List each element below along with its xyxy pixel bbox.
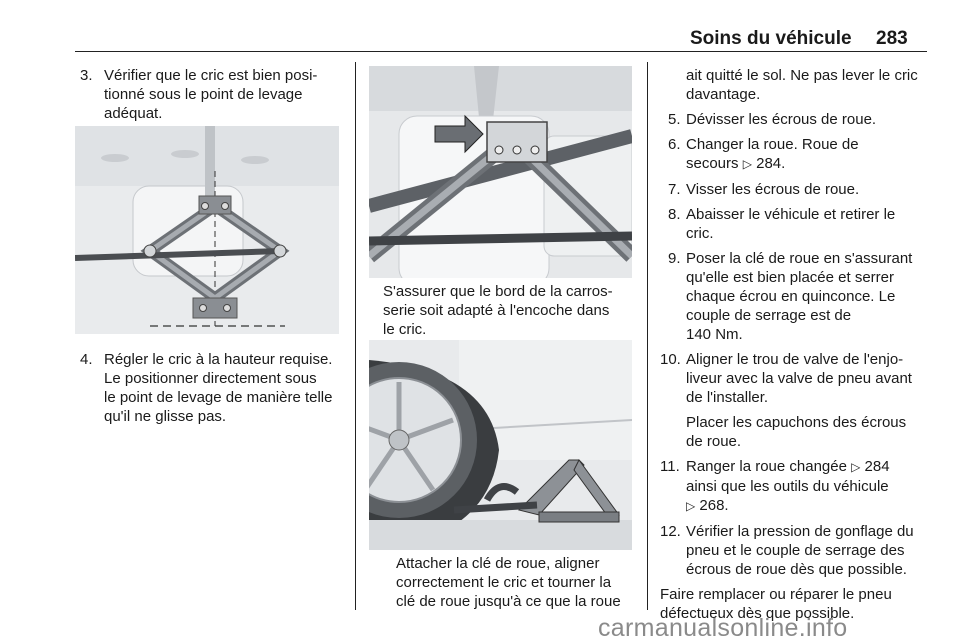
jack-with-wheel-wrench-image — [369, 340, 632, 550]
step-6: 6. Changer la roue. Roue de secours ▷ 28… — [668, 135, 928, 174]
step-9: 9. Poser la clé de roue en s'assurant qu… — [668, 249, 928, 344]
step-7: 7. Visser les écrous de roue. — [668, 180, 928, 199]
figure-caption-2: Attacher la clé de roue, aligner correct… — [396, 554, 642, 611]
step-number: 3. — [80, 67, 93, 84]
caption-line: Attacher la clé de roue, aligner — [396, 555, 600, 572]
step-text: Ranger la roue changée — [686, 458, 847, 475]
final-note: Faire remplacer ou réparer le pneu défec… — [660, 585, 928, 623]
page-number: 283 — [876, 28, 908, 49]
step-text-line: Vérifier la pression de gonflage du — [686, 523, 914, 540]
step-text-line: pneu et le couple de serrage des — [686, 542, 905, 559]
step-text-line: 140 Nm. — [686, 326, 743, 343]
step-text-line: de l'installer. — [686, 389, 769, 406]
step-number: 9. — [668, 250, 681, 267]
step-text-line: qu'il ne glisse pas. — [104, 408, 227, 425]
caption-line: S'assurer que le bord de la carros- — [383, 283, 613, 300]
note-line: défectueux dès que possible. — [660, 605, 855, 622]
reference-arrow-icon: ▷ — [686, 499, 696, 513]
reference-arrow-icon: ▷ — [742, 157, 752, 171]
step-text-line: Placer les capuchons des écrous — [686, 414, 907, 431]
caption-line: le cric. — [383, 321, 427, 338]
header-rule — [75, 51, 927, 52]
step-text-line: liveur avec la valve de pneu avant — [686, 370, 912, 387]
step-number: 10. — [660, 351, 681, 368]
step-text-line: ▷ 268. — [686, 496, 928, 516]
step-text-line: Vérifier que le cric est bien posi- — [104, 67, 318, 84]
step-text-line: cric. — [686, 225, 714, 242]
note-line: Faire remplacer ou réparer le pneu — [660, 586, 892, 603]
continued-text: ait quitté le sol. Ne pas lever le cric … — [660, 66, 928, 104]
step-text-line: Le positionner directement sous — [104, 370, 317, 387]
step-number: 4. — [80, 351, 93, 368]
step-text-line: qu'elle est bien placée et serrer — [686, 269, 894, 286]
step-text-line: Poser la clé de roue en s'assurant — [686, 250, 913, 267]
figure-caption-1: S'assurer que le bord de la carros- seri… — [383, 282, 639, 339]
step-text-line: Régler le cric à la hauteur requise. — [104, 351, 333, 368]
site-watermark: carmanualsonline.info — [598, 614, 848, 642]
page-reference-link[interactable]: 268. — [699, 497, 729, 514]
wheel-wrench-illustration — [369, 340, 632, 550]
step-text-line: tionné sous le point de levage — [104, 86, 303, 103]
step-text-line: chaque écrou en quinconce. Le — [686, 288, 896, 305]
step-text-line: de roue. — [686, 433, 742, 450]
step-text-line: Abaisser le véhicule et retirer le — [686, 206, 896, 223]
step-4: 4. Régler le cric à la hauteur requise. … — [80, 350, 350, 426]
step-number: 5. — [668, 111, 681, 128]
step-text-line: Ranger la roue changée ▷ 284 — [686, 457, 928, 477]
step-text-line: Aligner le trou de valve de l'enjo- — [686, 351, 904, 368]
column-1-lower: 4. Régler le cric à la hauteur requise. … — [80, 350, 350, 426]
caption-line: serie soit adapté à l'encoche dans — [383, 302, 610, 319]
step-text-line: secours ▷ 284. — [686, 154, 928, 174]
step-8: 8. Abaisser le véhicule et retirer le cr… — [668, 205, 928, 243]
step-text-line: ainsi que les outils du véhicule — [686, 478, 889, 495]
step-12: 12. Vérifier la pression de gonflage du … — [660, 522, 928, 579]
step-text-line: Visser les écrous de roue. — [686, 181, 860, 198]
step-5: 5. Dévisser les écrous de roue. — [668, 110, 928, 129]
step-10: 10. Aligner le trou de valve de l'enjo- … — [660, 350, 928, 451]
step-text-line: Changer la roue. Roue de — [686, 136, 859, 153]
page-reference-link[interactable]: 284. — [756, 155, 786, 172]
step-text-line: écrous de roue dès que possible. — [686, 561, 907, 578]
text-line: ait quitté le sol. Ne pas lever le cric — [686, 67, 918, 84]
column-divider-1 — [355, 62, 356, 610]
jack-under-lift-point-image — [75, 126, 339, 334]
jack-position-illustration — [75, 126, 339, 334]
step-text-line: le point de levage de manière telle — [104, 389, 333, 406]
step-number: 12. — [660, 523, 681, 540]
step-11: 11. Ranger la roue changée ▷ 284 ainsi q… — [660, 457, 928, 516]
step-text-line: couple de serrage est de — [686, 307, 852, 324]
step-number: 11. — [660, 458, 680, 475]
body-edge-in-jack-notch-image — [369, 66, 632, 278]
step-text: secours — [686, 155, 739, 172]
caption-line: correctement le cric et tourner la — [396, 574, 612, 591]
column-1: 3. Vérifier que le cric est bien posi- t… — [80, 66, 348, 123]
jack-notch-illustration — [369, 66, 632, 278]
text-line: davantage. — [686, 86, 761, 103]
reference-arrow-icon: ▷ — [851, 460, 861, 474]
step-text-line: Dévisser les écrous de roue. — [686, 111, 877, 128]
caption-line: clé de roue jusqu'à ce que la roue — [396, 593, 621, 610]
step-number: 8. — [668, 206, 681, 223]
page-header: Soins du véhicule 283 — [0, 0, 960, 56]
step-number: 7. — [668, 181, 681, 198]
column-3: ait quitté le sol. Ne pas lever le cric … — [660, 66, 928, 623]
step-number: 6. — [668, 136, 681, 153]
section-title: Soins du véhicule — [690, 28, 852, 49]
step-text-line: adéquat. — [104, 105, 163, 122]
step-3: 3. Vérifier que le cric est bien posi- t… — [80, 66, 348, 123]
column-divider-2 — [647, 62, 648, 610]
page-reference-link[interactable]: 284 — [864, 458, 890, 475]
